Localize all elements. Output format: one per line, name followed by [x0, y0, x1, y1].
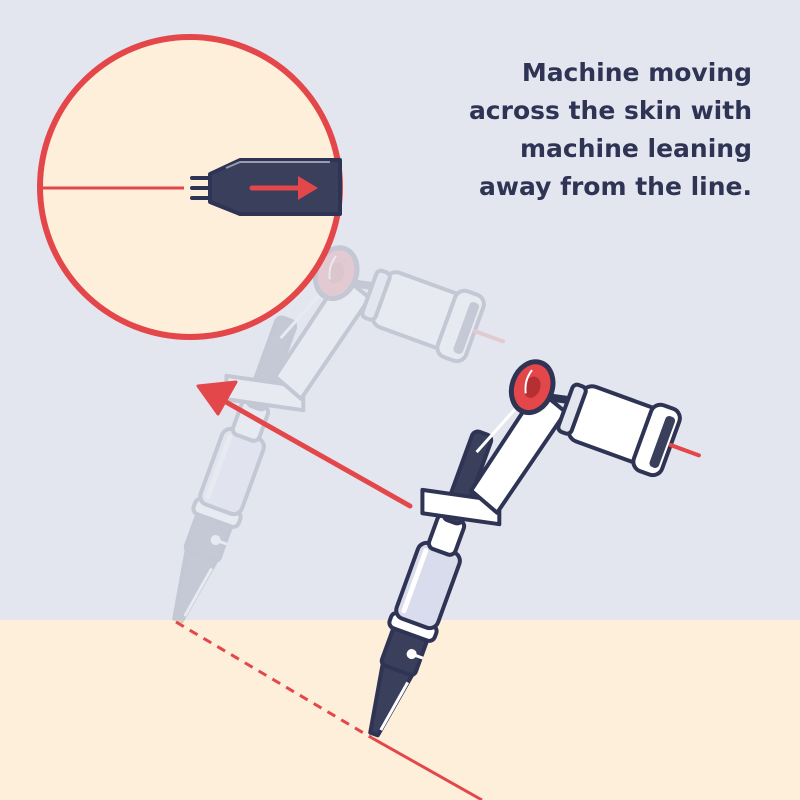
planned-line-dashed	[175, 620, 373, 740]
caption-text: Machine moving across the skin with mach…	[422, 54, 752, 206]
magnified-needle-tip-icon	[37, 34, 343, 340]
caption-line: across the skin with	[468, 96, 752, 125]
caption-line: away from the line.	[479, 172, 752, 201]
caption-line: Machine moving	[521, 58, 752, 87]
caption-line: machine leaning	[519, 134, 752, 163]
left-arrow-icon	[196, 380, 413, 509]
tattooed-line	[371, 736, 483, 800]
